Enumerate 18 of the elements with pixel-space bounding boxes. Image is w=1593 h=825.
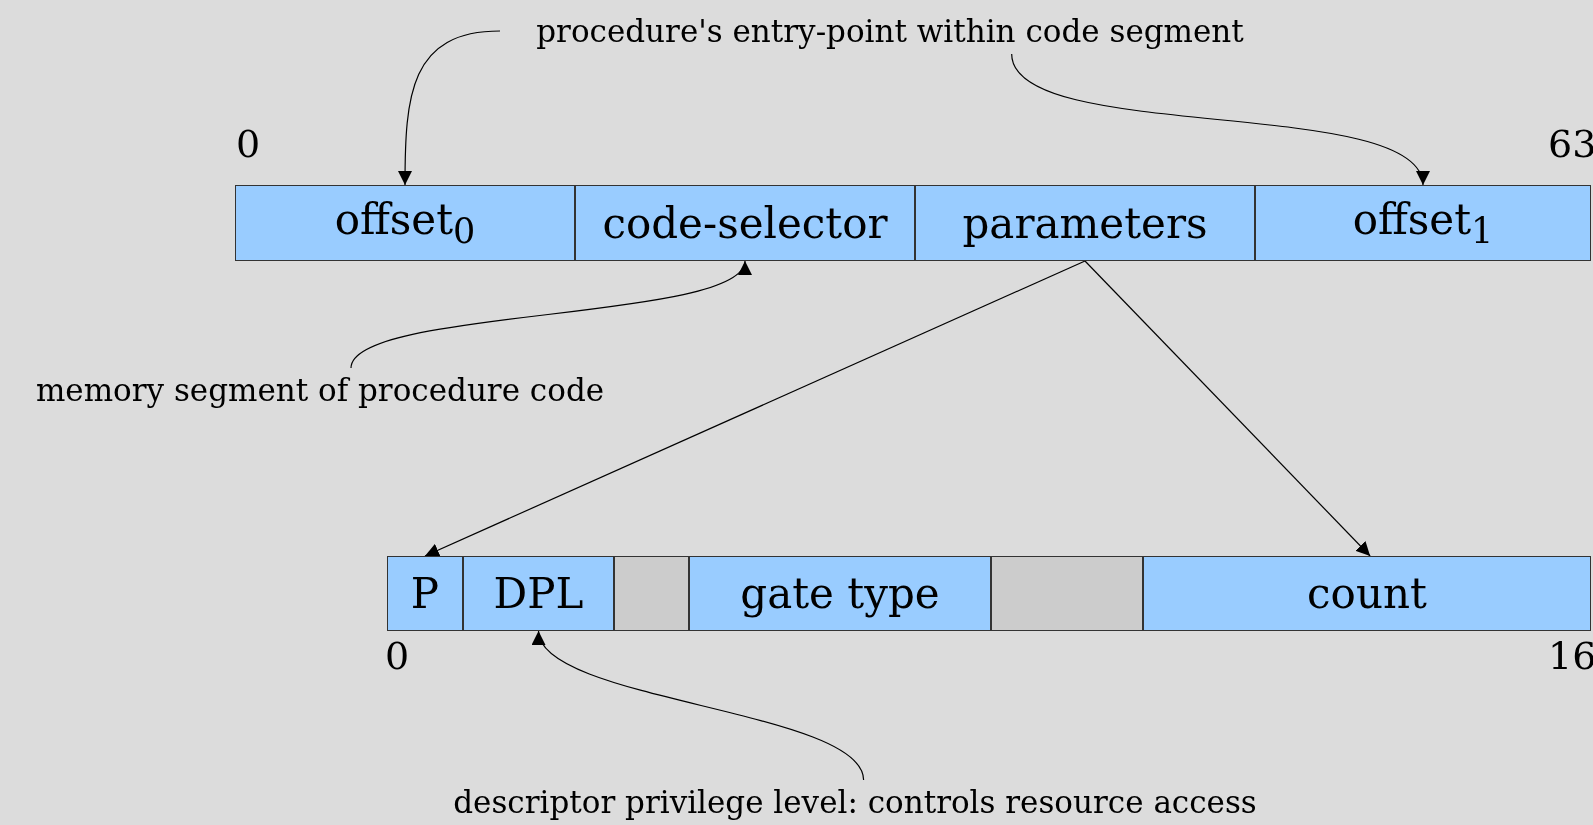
arrow (1084, 260, 1371, 557)
bit-field: count (1143, 556, 1591, 631)
bit-field: DPL (463, 556, 614, 631)
bit-field: code-selector (575, 185, 915, 261)
bit-field: gate type (689, 556, 991, 631)
bit-number: 0 (385, 634, 410, 678)
reserved-field (991, 556, 1143, 631)
leader-line (398, 30, 501, 186)
bit-field: parameters (915, 185, 1255, 261)
annotation-text: memory segment of procedure code (10, 368, 630, 412)
annotation-text: descriptor privilege level: controls resource access (425, 780, 1285, 824)
bit-number: 0 (236, 122, 261, 166)
bit-number: 63 (1548, 122, 1593, 166)
annotation-text: procedure's entry-point within code segment (500, 8, 1280, 54)
bit-field: offset$_{1}$ (1255, 185, 1591, 261)
bit-field: offset$_{0}$ (235, 185, 575, 261)
reserved-field (614, 556, 689, 631)
bit-field: P (387, 556, 463, 631)
